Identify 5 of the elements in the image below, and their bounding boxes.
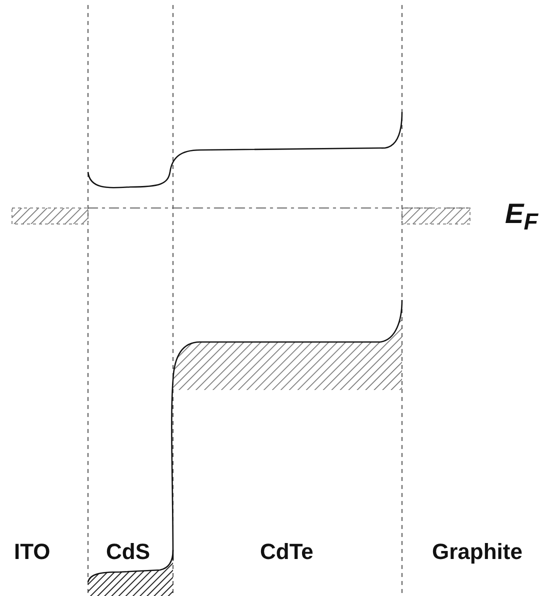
layer-label: Graphite (432, 541, 522, 563)
layer-label: ITO (14, 541, 50, 563)
layer-label: CdTe (260, 541, 314, 563)
fermi-level-label: E$_{F}$ (505, 200, 538, 234)
layer-label: CdS (106, 541, 150, 563)
